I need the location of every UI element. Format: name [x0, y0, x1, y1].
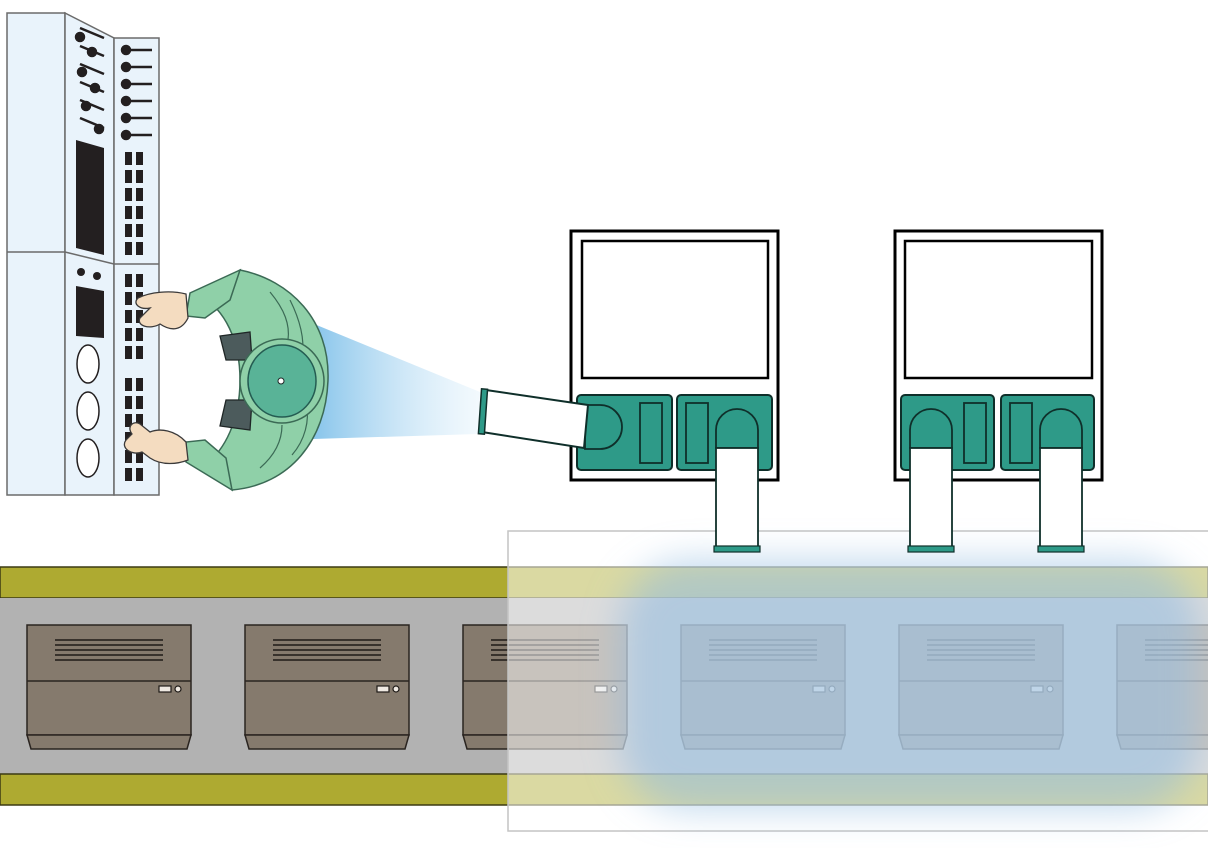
hand-lower: [123, 422, 189, 465]
hand-upper: [135, 291, 189, 330]
operator: [123, 268, 329, 492]
panel-screen-upper: [76, 140, 104, 255]
robot-unit-2-arm-down-right: [1039, 447, 1083, 549]
robot-unit-2: [893, 229, 1104, 553]
device-2: [244, 624, 410, 750]
robot-unit-1-screen: [580, 239, 770, 380]
robot-unit-1: [477, 229, 780, 553]
inspection-zone: [507, 530, 1208, 832]
panel-knobs-straight: [120, 44, 152, 141]
panel-indicator-circles: [76, 344, 100, 478]
inspection-zone-glow: [620, 560, 1200, 810]
robot-unit-2-arm-down-left: [909, 447, 953, 549]
control-panel: [6, 11, 160, 496]
panel-knobs-angled: [74, 26, 105, 135]
robot-unit-1-arm-down: [715, 447, 759, 549]
robot-unit-2-screen: [903, 239, 1094, 380]
view-cone: [280, 310, 480, 440]
panel-screen-lower: [76, 286, 104, 338]
shoulder-left: [219, 331, 253, 361]
device-1: [26, 624, 192, 750]
shoulder-right: [219, 399, 253, 431]
